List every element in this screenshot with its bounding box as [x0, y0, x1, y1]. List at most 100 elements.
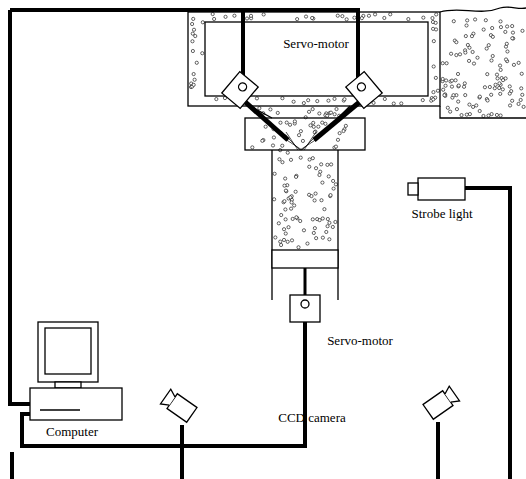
seed-particle: [251, 146, 254, 149]
seed-particle: [318, 219, 321, 222]
seed-particle: [324, 122, 327, 125]
seed-particle: [491, 26, 494, 29]
seed-particle: [464, 51, 467, 54]
seed-particle: [471, 105, 474, 108]
seed-particle: [494, 83, 497, 86]
seed-particle: [191, 40, 194, 43]
seed-particle: [193, 78, 196, 81]
seed-particle: [301, 139, 304, 142]
seed-particle: [458, 53, 461, 56]
seed-particle: [431, 16, 434, 19]
seed-particle: [383, 97, 386, 100]
seed-particle: [281, 144, 284, 147]
seed-particle: [326, 163, 329, 166]
seed-particle: [308, 158, 311, 161]
seed-particle: [488, 85, 491, 88]
seed-particle: [466, 43, 469, 46]
seed-particle: [484, 19, 487, 22]
seed-particle: [499, 114, 502, 117]
seed-particle: [191, 49, 194, 52]
seed-particle: [511, 24, 514, 27]
seed-particle: [511, 99, 514, 102]
seed-particle: [336, 14, 339, 17]
seed-particle: [224, 15, 227, 18]
seed-particle: [258, 107, 261, 110]
part-label: Servo-motor: [325, 334, 395, 348]
seed-particle: [478, 109, 481, 112]
seed-particle: [332, 187, 335, 190]
seed-particle: [499, 26, 502, 29]
seed-particle: [290, 239, 293, 242]
seed-particle: [478, 95, 481, 98]
seed-particle: [341, 15, 344, 18]
seed-particle: [450, 85, 453, 88]
seed-particle: [294, 175, 297, 178]
seed-particle: [318, 112, 321, 115]
seed-particle: [291, 217, 294, 220]
seed-particle: [360, 17, 363, 20]
seed-particle: [333, 113, 336, 116]
seed-particle: [521, 29, 524, 32]
seed-particle: [338, 132, 341, 135]
seed-particle: [470, 35, 473, 38]
seed-particle: [490, 112, 493, 115]
seed-particle: [482, 28, 485, 31]
seed-particle: [487, 114, 490, 117]
seed-particle: [506, 50, 509, 53]
seed-particle: [431, 27, 434, 30]
seed-particle: [284, 218, 287, 221]
seed-particle: [344, 124, 347, 127]
seed-particle: [465, 113, 468, 116]
seed-particle: [279, 243, 282, 246]
seed-particle: [435, 13, 438, 16]
seed-particle: [302, 101, 305, 104]
seed-particle: [283, 184, 286, 187]
seed-particle: [312, 125, 315, 128]
seed-particle: [512, 37, 515, 40]
flap-lines: [282, 132, 320, 150]
seed-particle: [311, 157, 314, 160]
seed-particle: [289, 158, 292, 161]
seed-particle: [432, 98, 435, 101]
seed-particle: [321, 217, 324, 220]
seed-particle: [314, 167, 317, 170]
seed-particle: [445, 62, 448, 65]
seed-particle: [264, 125, 267, 128]
seed-particle: [482, 114, 485, 117]
seed-particle: [286, 151, 289, 154]
seed-particle: [306, 242, 309, 245]
seed-particle: [304, 15, 307, 18]
part-label: Servo-motor: [281, 37, 351, 51]
seed-particle: [273, 172, 276, 175]
seed-particle: [276, 111, 279, 114]
seed-particle: [506, 25, 509, 28]
part-label: Computer: [44, 425, 100, 439]
seed-particle: [271, 144, 274, 147]
seed-particle: [327, 175, 330, 178]
seed-particle: [508, 92, 511, 95]
seed-particle: [284, 232, 287, 235]
seed-particle: [192, 72, 195, 75]
seed-particle: [290, 201, 293, 204]
seed-particle: [443, 94, 446, 97]
seed-particle: [285, 190, 288, 193]
seed-particle: [308, 165, 311, 168]
seed-particle: [446, 106, 449, 109]
seed-particle: [299, 156, 302, 159]
seed-particle: [449, 52, 452, 55]
seed-particle: [261, 139, 264, 142]
seed-particle: [284, 189, 287, 192]
seed-particle: [201, 52, 204, 55]
seed-particle: [373, 13, 376, 16]
seed-particle: [444, 84, 447, 87]
seed-particle: [282, 238, 285, 241]
seed-particle: [457, 85, 460, 88]
seed-particle: [504, 30, 507, 33]
seed-particle: [255, 97, 258, 100]
seed-particle: [321, 181, 324, 184]
seed-particle: [434, 21, 437, 24]
seed-particle: [289, 196, 292, 199]
seed-particle: [331, 225, 334, 228]
seed-particle: [499, 68, 502, 71]
seed-particle: [318, 173, 321, 176]
